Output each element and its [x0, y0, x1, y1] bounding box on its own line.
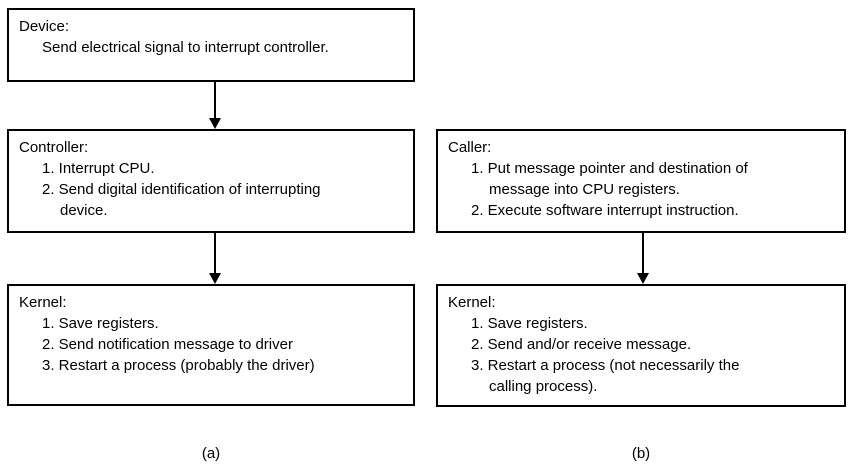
controller-box-item: 2. Send digital identification of interr… — [42, 181, 321, 198]
controller-box-item-continuation: device. — [60, 202, 108, 219]
kernel-box-b: Kernel: 1. Save registers. 2. Send and/o… — [436, 284, 846, 407]
arrow-caller-to-kernel — [637, 233, 649, 284]
kernel-box-b-item: 2. Send and/or receive message. — [471, 336, 692, 353]
figure-label-b: (b) — [631, 445, 651, 462]
arrow-shaft — [214, 233, 216, 273]
arrow-head-icon — [637, 273, 649, 284]
caller-box-title: Caller: — [448, 139, 492, 156]
kernel-box-a-title: Kernel: — [19, 294, 67, 311]
kernel-box-b-item: 1. Save registers. — [471, 315, 588, 332]
device-box-step: Send electrical signal to interrupt cont… — [42, 39, 329, 56]
caller-box: Caller: 1. Put message pointer and desti… — [436, 129, 846, 233]
kernel-box-b-item-continuation: calling process). — [489, 378, 598, 395]
arrow-controller-to-kernel — [209, 233, 221, 284]
caller-box-item-continuation: message into CPU registers. — [489, 181, 680, 198]
controller-box-title: Controller: — [19, 139, 89, 156]
kernel-box-b-item: 3. Restart a process (not necessarily th… — [471, 357, 740, 374]
arrow-device-to-controller — [209, 82, 221, 129]
arrow-shaft — [214, 82, 216, 118]
controller-box: Controller: 1. Interrupt CPU. 2. Send di… — [7, 129, 415, 233]
kernel-box-a-item: 3. Restart a process (probably the drive… — [42, 357, 315, 374]
arrow-shaft — [642, 233, 644, 273]
kernel-box-a: Kernel: 1. Save registers. 2. Send notif… — [7, 284, 415, 406]
figure-label-a: (a) — [201, 445, 221, 462]
kernel-box-a-item: 1. Save registers. — [42, 315, 159, 332]
caller-box-item: 1. Put message pointer and destination o… — [471, 160, 748, 177]
kernel-box-a-item: 2. Send notification message to driver — [42, 336, 293, 353]
arrow-head-icon — [209, 118, 221, 129]
controller-box-item: 1. Interrupt CPU. — [42, 160, 155, 177]
device-box: Device: Send electrical signal to interr… — [7, 8, 415, 82]
device-box-title: Device: — [19, 18, 70, 35]
kernel-box-b-title: Kernel: — [448, 294, 496, 311]
arrow-head-icon — [209, 273, 221, 284]
caller-box-item: 2. Execute software interrupt instructio… — [471, 202, 739, 219]
